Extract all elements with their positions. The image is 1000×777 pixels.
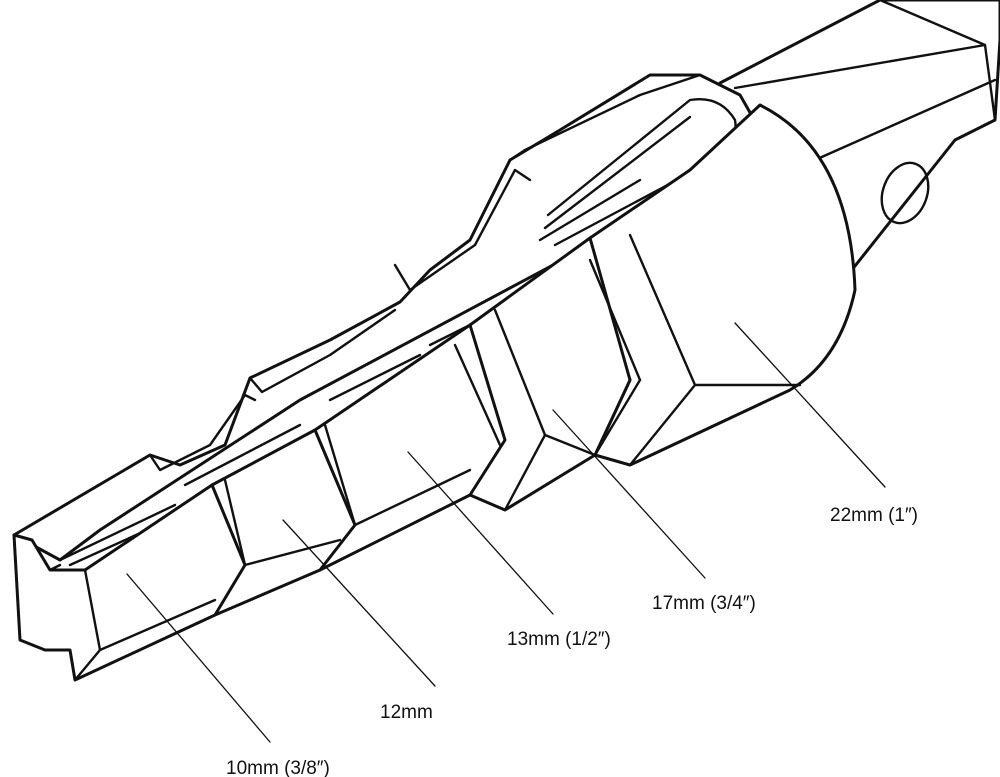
label-10mm: 10mm (3/8″) (226, 758, 330, 777)
hex-section-22mm (588, 103, 857, 467)
leader-lines (126, 322, 886, 743)
shank-hole (880, 161, 930, 225)
leader-17mm (552, 409, 706, 579)
leader-12mm (282, 519, 436, 687)
leader-22mm (734, 322, 886, 488)
label-13mm: 13mm (1/2″) (507, 629, 611, 650)
leader-10mm (126, 573, 271, 743)
size-labels: 22mm (1″) 17mm (3/4″) 13mm (1/2″) 12mm 1… (226, 505, 918, 777)
label-12mm: 12mm (380, 702, 433, 723)
hex-section-10mm (12, 483, 247, 682)
leader-13mm (407, 451, 554, 615)
label-22mm: 22mm (1″) (830, 505, 918, 526)
label-17mm: 17mm (3/4″) (652, 593, 756, 614)
